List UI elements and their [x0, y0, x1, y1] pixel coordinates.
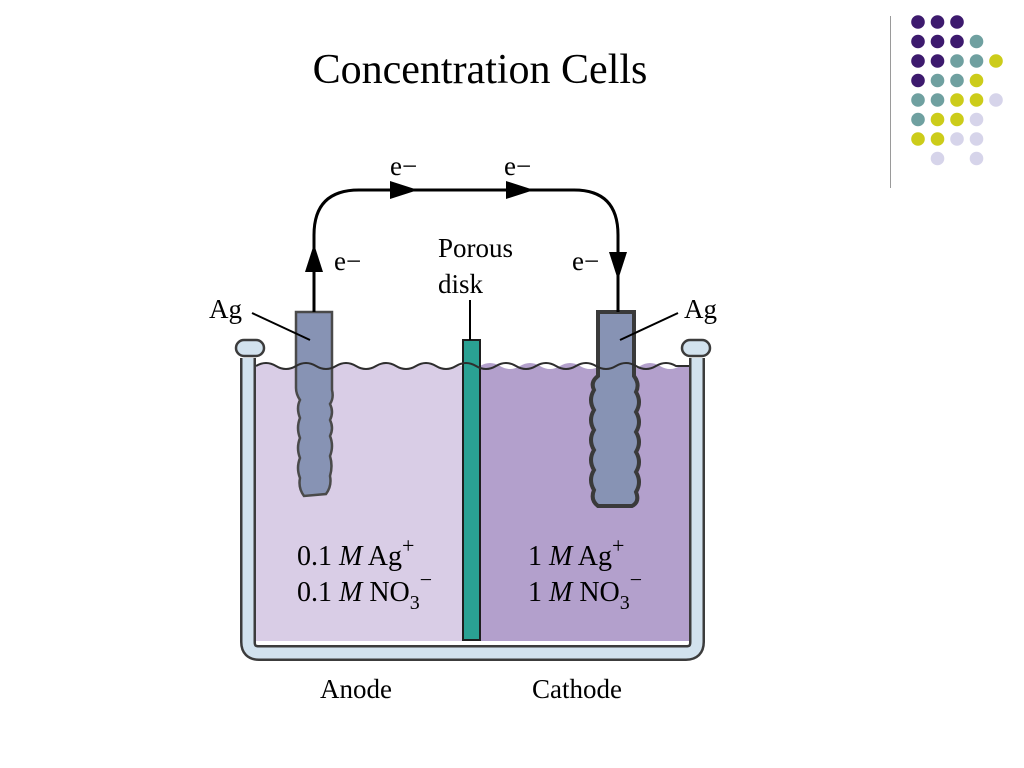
arrow-down-cathode	[609, 252, 627, 280]
decor-dot	[969, 112, 984, 127]
arrow-up-anode	[305, 244, 323, 272]
decor-dot	[911, 93, 925, 107]
decor-dot	[911, 34, 925, 49]
porous-disk-label-line2: disk	[438, 269, 484, 299]
decor-dot	[930, 112, 945, 127]
decor-dot	[989, 93, 1003, 107]
arrow-right-1	[390, 181, 418, 199]
decor-dot	[930, 34, 945, 49]
decor-dot	[989, 54, 1003, 68]
decor-dot	[950, 73, 964, 88]
decor-dot	[969, 93, 984, 107]
decor-dot	[969, 54, 984, 68]
electrode-label-left: Ag	[209, 294, 242, 324]
decor-dot	[930, 73, 945, 88]
decor-dot	[911, 132, 925, 146]
cathode-solution-line2: 1 M NO3−	[528, 567, 642, 614]
decor-dot	[969, 34, 984, 49]
container-rim-left	[234, 338, 266, 358]
decor-dot	[911, 73, 925, 88]
anode-solution-line2: 0.1 M NO3−	[297, 567, 432, 614]
cathode-electrode	[589, 310, 641, 508]
electron-label-top-right: e−	[504, 151, 531, 181]
decor-dot	[969, 151, 984, 166]
container-rim-right	[680, 338, 712, 358]
slide-title: Concentration Cells	[312, 47, 648, 93]
decor-dot	[950, 15, 964, 29]
decorative-divider-line	[890, 16, 891, 188]
electrode-label-right: Ag	[684, 294, 717, 324]
decor-dot	[930, 15, 945, 29]
decor-dot	[930, 132, 945, 146]
arrow-right-2	[506, 181, 534, 199]
porous-disk-label-line1: Porous	[438, 233, 513, 263]
cathode-label: Cathode	[532, 674, 622, 704]
cathode-solution-line1: 1 M Ag+	[528, 533, 624, 572]
decor-dot	[911, 15, 925, 29]
decor-dot	[930, 151, 945, 166]
decor-dot	[950, 54, 964, 68]
decor-dot	[969, 132, 984, 146]
electron-label-left: e−	[334, 246, 361, 276]
electron-label-top-left: e−	[390, 151, 417, 181]
decor-dot	[911, 112, 925, 127]
anode-solution-line1: 0.1 M Ag+	[297, 533, 414, 572]
external-wire	[312, 188, 620, 312]
decorative-dot-grid	[911, 15, 1003, 166]
decor-dot	[950, 132, 964, 146]
anode-electrode	[294, 310, 334, 498]
decor-dot	[930, 93, 945, 107]
decor-dot	[950, 34, 964, 49]
decor-dot	[950, 112, 964, 127]
anode-label: Anode	[320, 674, 392, 704]
decor-dot	[911, 54, 925, 68]
porous-disk	[462, 339, 481, 641]
decor-dot	[930, 54, 945, 68]
leader-ag-left	[251, 312, 311, 341]
decor-dot	[969, 73, 984, 88]
leader-ag-right	[619, 312, 679, 341]
decor-dot	[950, 93, 964, 107]
solution-surface	[255, 362, 689, 370]
electron-label-right: e−	[572, 246, 599, 276]
